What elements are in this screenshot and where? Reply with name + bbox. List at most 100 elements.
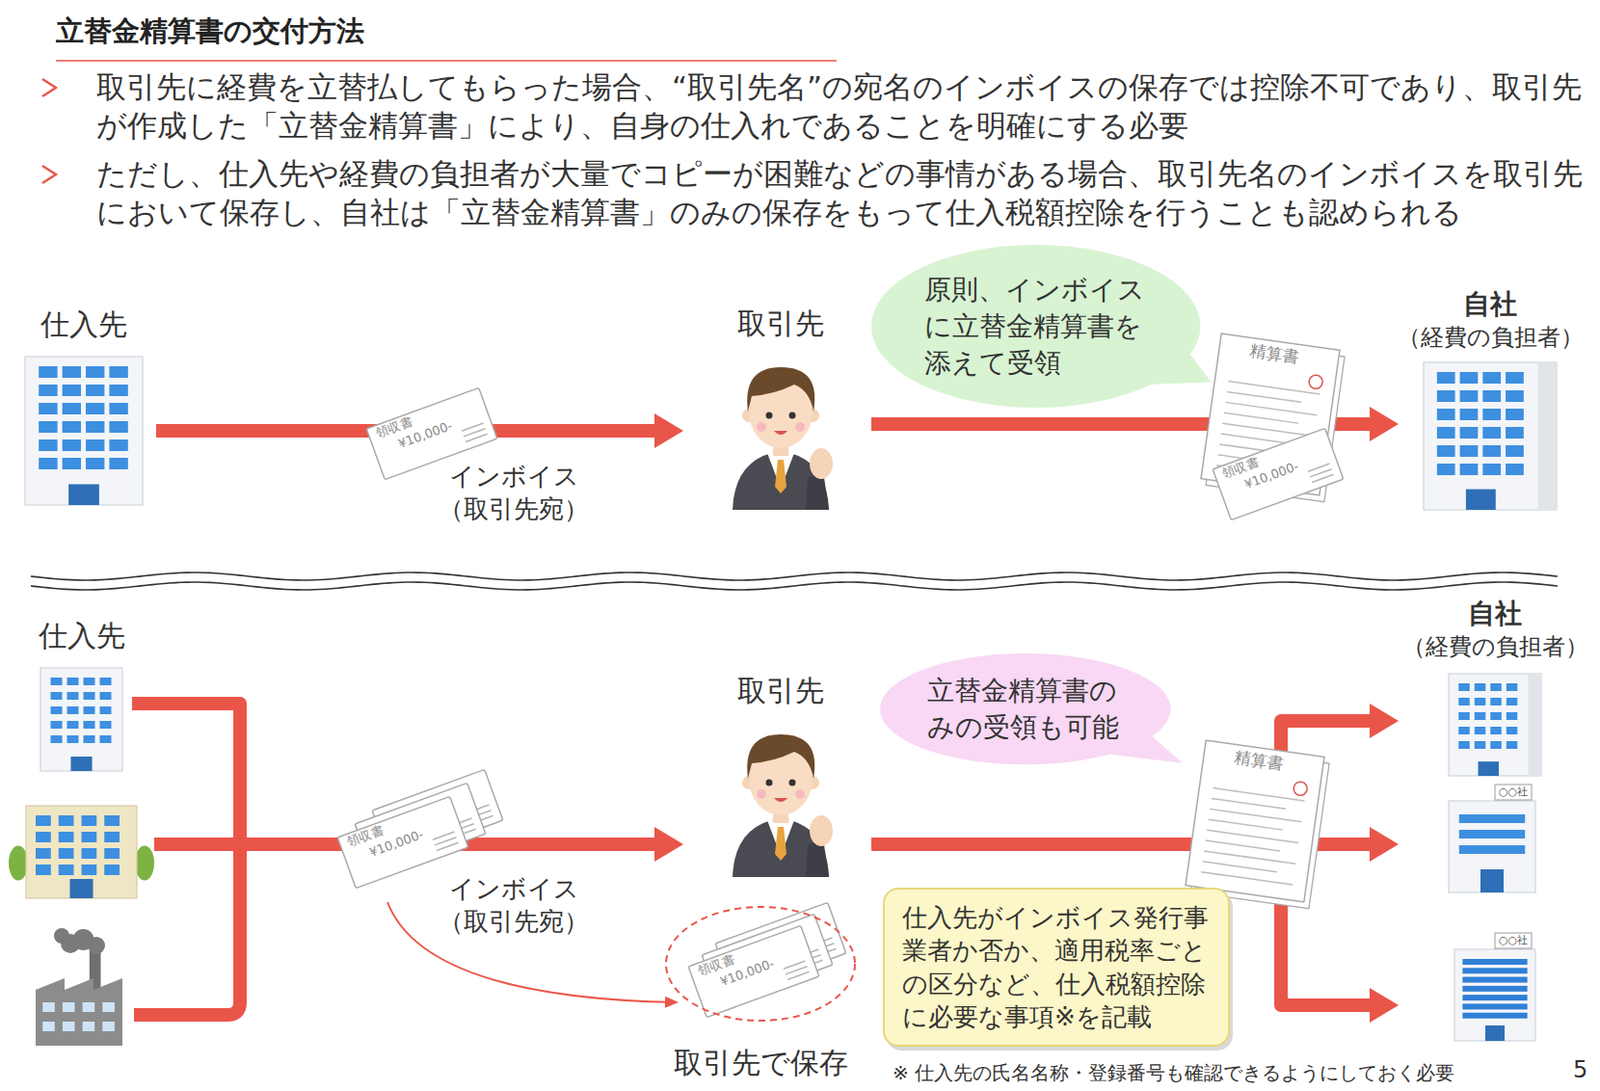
node-label: 自社 (1397, 287, 1584, 322)
window (62, 366, 81, 378)
window (104, 864, 120, 876)
building-icon (25, 356, 143, 506)
node-label: 原則、インボイスに立替金精算書を添えて受領 (924, 271, 1148, 381)
company-building: ○○社 (1448, 800, 1536, 893)
building-icon (1454, 949, 1536, 1041)
window (1460, 390, 1479, 402)
building-side (1528, 673, 1542, 776)
window (102, 1002, 115, 1013)
person-figure (732, 367, 833, 510)
heading: 仕入先 (38, 616, 126, 655)
window (82, 1002, 96, 1013)
bubble-tail (1151, 354, 1212, 385)
window (85, 439, 105, 452)
eye (766, 779, 774, 787)
heading: 自社（経費の負担者） (1397, 287, 1584, 353)
tree (8, 846, 28, 881)
window (1458, 697, 1470, 706)
window (1482, 426, 1501, 439)
window (83, 677, 96, 686)
eye (766, 412, 774, 420)
window (81, 864, 98, 876)
window (100, 677, 112, 686)
node-label: ○○社 (1496, 933, 1530, 948)
window (42, 1002, 55, 1013)
factory-body (35, 978, 123, 1046)
sign-holder: ○○社 (1496, 933, 1530, 948)
window (1458, 683, 1470, 692)
window (62, 1002, 76, 1013)
document-line (1205, 840, 1280, 852)
window (1460, 463, 1479, 476)
window (62, 457, 81, 470)
window (58, 848, 75, 859)
supplier-buildings (8, 805, 155, 1046)
window (100, 720, 112, 729)
window (67, 735, 80, 744)
supplier-factory (35, 928, 123, 1046)
window (81, 815, 98, 827)
window (83, 720, 96, 729)
page-number: 5 (1573, 1056, 1588, 1084)
door (1480, 869, 1504, 893)
window (85, 402, 105, 415)
window (1458, 712, 1470, 720)
window (38, 402, 57, 415)
window (35, 815, 52, 827)
door (1466, 489, 1496, 510)
bubble-shape (880, 653, 1172, 765)
window (83, 692, 96, 700)
window (1490, 726, 1502, 735)
window (104, 815, 120, 827)
window (1437, 445, 1456, 457)
dashed-ellipse (664, 905, 857, 1023)
node-label: 取引先で保存 (673, 1043, 849, 1084)
window (1474, 712, 1487, 720)
window (108, 366, 128, 378)
window (1460, 372, 1479, 384)
window (83, 706, 96, 715)
hair (746, 734, 815, 779)
window (1490, 683, 1502, 692)
window (1490, 741, 1502, 749)
receipt (688, 925, 820, 1017)
window (1437, 408, 1456, 421)
edge-label: インボイス （取引先宛） (430, 460, 597, 527)
person-icon (724, 719, 837, 878)
window-band (1462, 967, 1527, 974)
window-band (1462, 986, 1527, 992)
feed-line (154, 837, 240, 852)
tree (134, 846, 155, 881)
smoke (53, 928, 70, 944)
receipt-paper (688, 925, 820, 1017)
window (35, 831, 52, 843)
bullet-chevron (42, 79, 56, 97)
window (67, 677, 80, 686)
window (58, 864, 75, 876)
payer-person: 取引先 (724, 719, 837, 878)
divider-wave (30, 572, 1558, 581)
window (104, 848, 120, 859)
window (67, 692, 80, 700)
building-body (26, 805, 137, 899)
window (81, 848, 98, 859)
hand (809, 815, 833, 847)
window (1482, 445, 1501, 457)
tie (774, 826, 787, 861)
cheek (756, 789, 767, 800)
document (1184, 740, 1331, 909)
window (62, 1021, 76, 1032)
person-icon (724, 351, 837, 510)
window (85, 384, 105, 397)
node-label: 仕入先がインボイス発行事業者か否か、適用税率ごとの区分など、仕入税額控除に必要な… (902, 901, 1211, 1034)
receipt-line (787, 971, 810, 980)
window (1474, 697, 1487, 706)
receipt-line (436, 842, 459, 851)
title: 立替金精算書の交付方法 (55, 12, 365, 52)
node-label: 立替金精算書のみの受領も可能 (927, 672, 1124, 747)
eye (789, 779, 797, 787)
building-body (1423, 362, 1557, 510)
window (1505, 445, 1524, 457)
receipt-paper (1212, 427, 1344, 520)
